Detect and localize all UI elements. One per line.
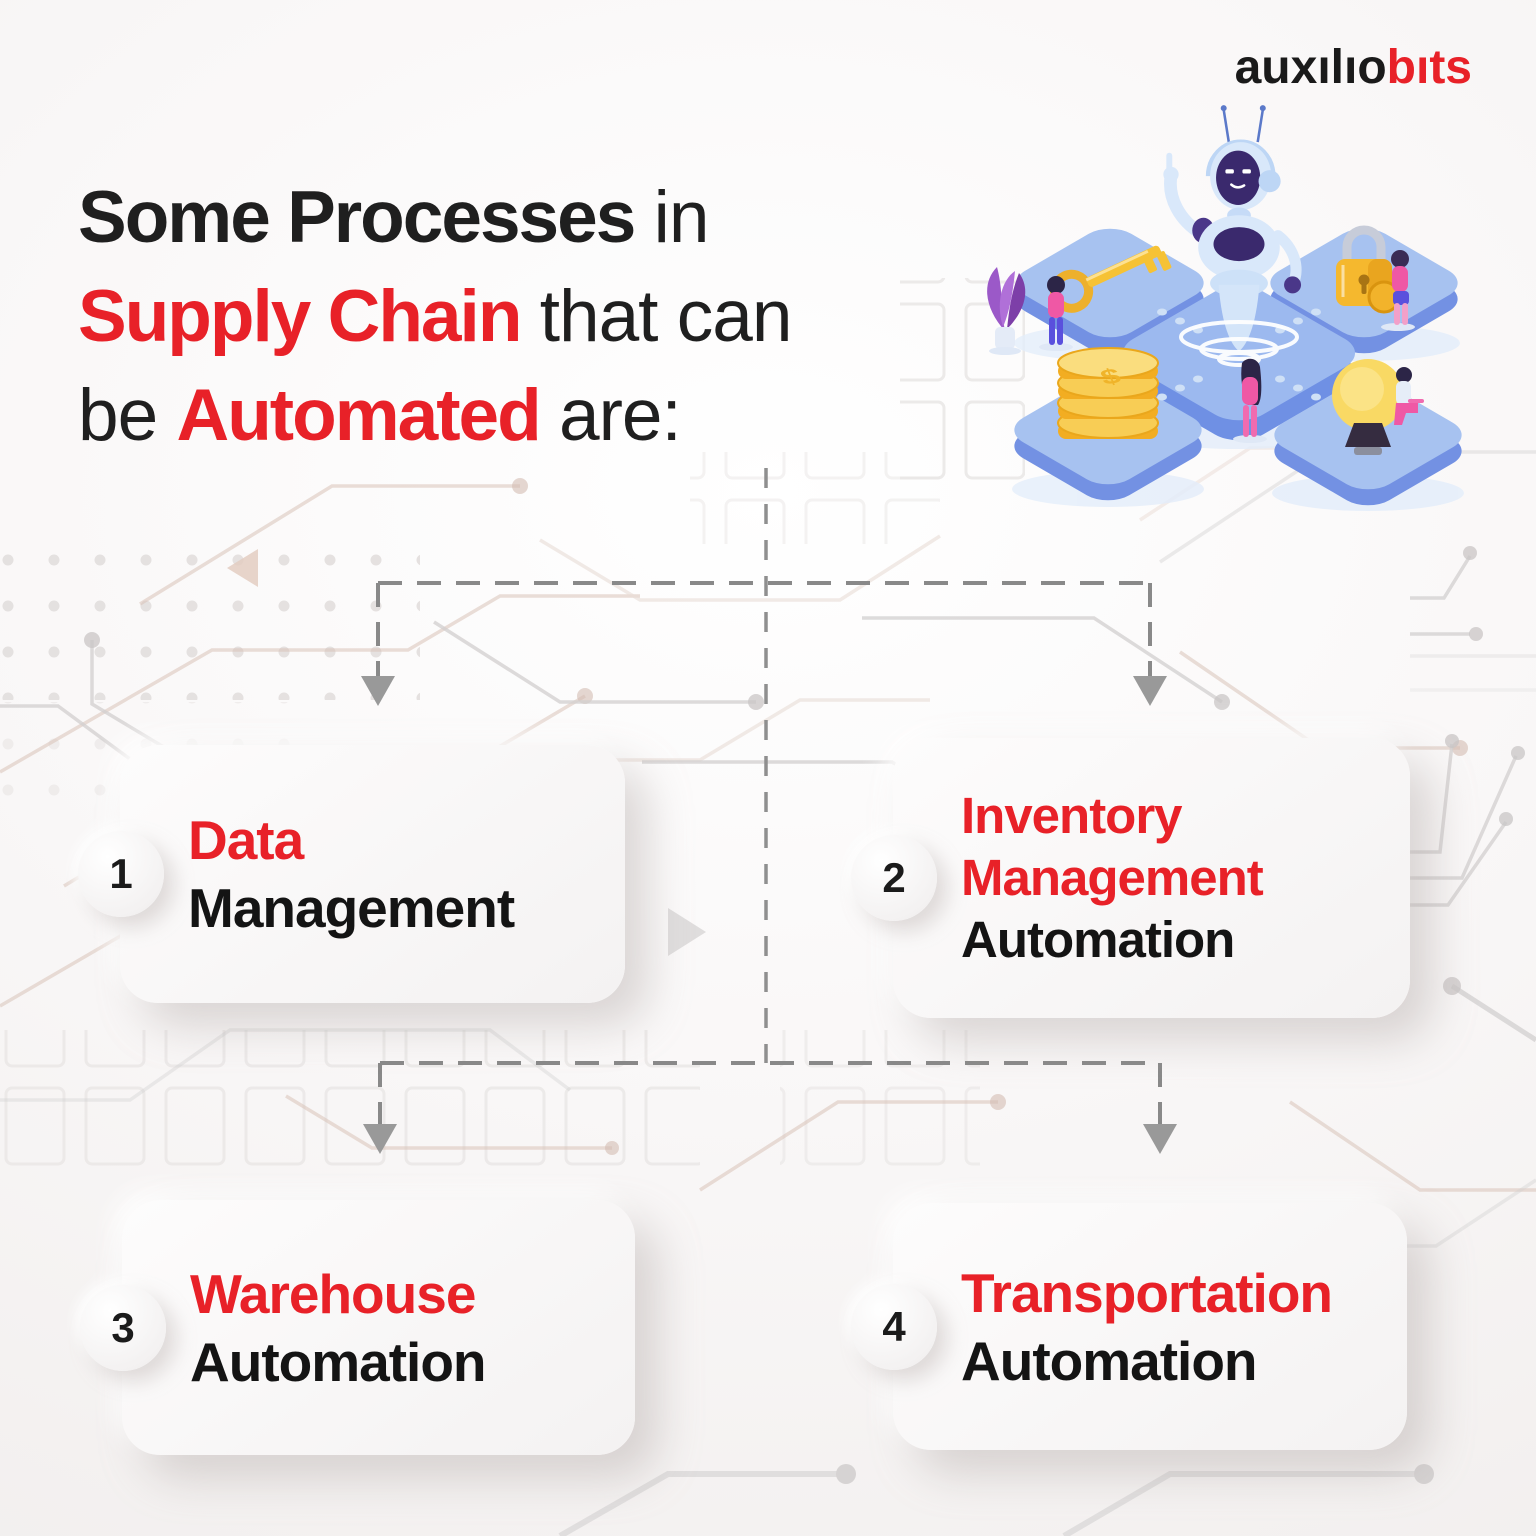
card-line: Warehouse	[190, 1262, 476, 1325]
brand-logo-red: bıts	[1386, 41, 1472, 94]
title-red: Automated	[176, 375, 541, 456]
title-light: in	[634, 177, 710, 258]
step-number-badge: 4	[851, 1283, 937, 1370]
title-light: be	[78, 375, 177, 456]
card-line: Transportation	[961, 1261, 1333, 1324]
triangle-decoration	[227, 549, 258, 587]
brand-logo: auxılıobıts	[1235, 40, 1472, 95]
title-bold: Some Processes	[78, 177, 636, 258]
triangle-decoration	[668, 908, 706, 956]
plant-icon	[987, 267, 1026, 355]
page-title: Some Processes in Supply Chain that can …	[78, 168, 998, 465]
automation-illustration: $	[987, 105, 1464, 511]
circuit-traces-bottom	[558, 1471, 1420, 1536]
step-number-badge: 1	[78, 831, 164, 917]
flow-connectors	[361, 468, 1177, 1154]
process-card-transportation: 4 Transportation Automation	[851, 1203, 1407, 1450]
square-grid	[0, 1030, 700, 1175]
square-grid	[690, 452, 940, 544]
swirl-rings	[1179, 320, 1299, 367]
card-line: Automation	[190, 1330, 487, 1393]
person-icon	[1233, 358, 1267, 443]
dotted-path	[1157, 308, 1321, 401]
person-icon	[1394, 367, 1424, 425]
lightbulb-icon	[1332, 359, 1404, 455]
arrow-down-icon	[361, 676, 1177, 1154]
process-card-warehouse: 3 Warehouse Automation	[80, 1200, 635, 1455]
brand-logo-black: auxılıo	[1234, 41, 1387, 94]
robot-icon	[1163, 105, 1302, 352]
card-line: Automation	[961, 911, 1235, 968]
card-line: Data	[188, 809, 304, 871]
circuit-dot	[836, 1464, 856, 1484]
card-line: Inventory	[961, 787, 1183, 844]
title-red: Supply Chain	[78, 276, 522, 357]
title-light: are:	[539, 375, 682, 456]
process-card-data-management: 1 Data Management	[78, 745, 625, 1003]
person-icon	[1367, 250, 1415, 331]
card-line: Management	[961, 849, 1264, 906]
circuit-dot	[1414, 1464, 1434, 1484]
card-line: Management	[188, 877, 515, 939]
process-card-inventory-management: 2 Inventory Management Automation	[851, 738, 1410, 1018]
card-line: Automation	[961, 1329, 1258, 1392]
coins-icon: $	[1057, 347, 1159, 439]
dot-grid	[0, 548, 420, 700]
step-number-badge: 2	[851, 835, 937, 921]
step-number-badge: 3	[80, 1284, 166, 1371]
title-light: that can	[520, 276, 793, 357]
person-icon	[1039, 276, 1073, 351]
